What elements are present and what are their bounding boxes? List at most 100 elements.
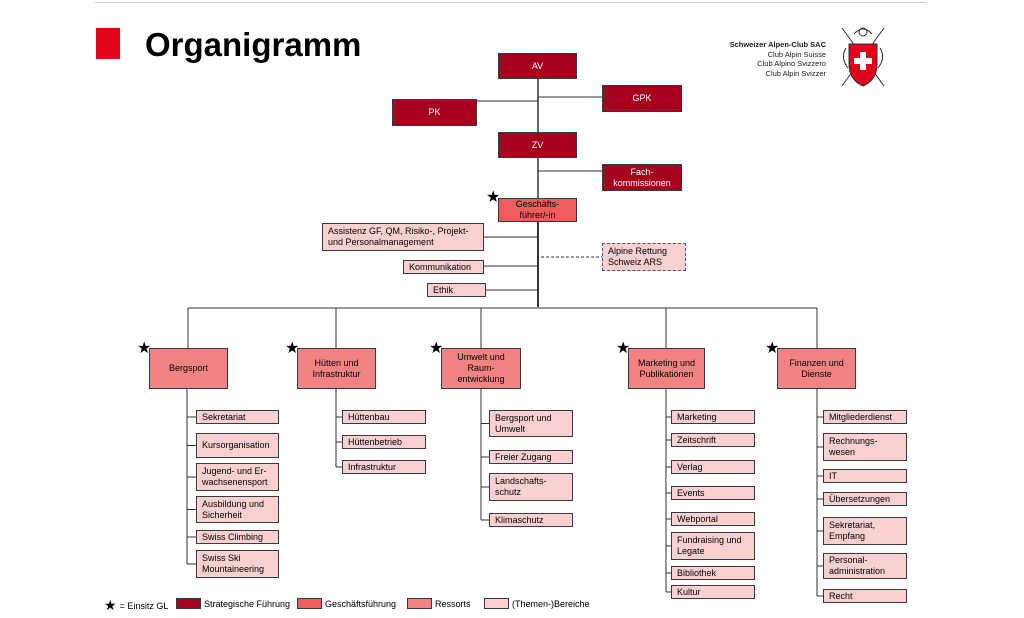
bergsport-item-4-text-2: Sicherheit bbox=[202, 509, 243, 520]
ressort-umwelt-text-2: Raum- bbox=[467, 363, 495, 373]
ressort-bergsport-text: Bergsport bbox=[168, 363, 209, 373]
ressort-finanzen-text-1: Finanzen und bbox=[789, 357, 844, 368]
umwelt-item-4: Klimaschutz bbox=[489, 513, 573, 527]
legend-bereiche: (Themen-)Bereiche bbox=[484, 598, 590, 609]
ressort-marketing-text-2: Publikationen bbox=[639, 368, 694, 379]
marketing-item-3-text: Verlag bbox=[677, 461, 703, 472]
umwelt-item-3-text-2: schutz bbox=[495, 487, 522, 497]
bergsport-item-3-text-2: wachsenensport bbox=[202, 477, 268, 487]
marketing-item-1-text: Marketing bbox=[677, 411, 717, 422]
huetten-item-1: Hüttenbau bbox=[342, 410, 426, 424]
box-gpk-text: GPK bbox=[632, 93, 652, 103]
umwelt-item-2: Freier Zugang bbox=[489, 450, 573, 464]
bergsport-item-5: Swiss Climbing bbox=[196, 530, 279, 544]
ressort-huetten-text-2: Infrastruktur bbox=[312, 368, 361, 379]
box-geschaeftsfuehrer-text-1: Geschäfts- bbox=[515, 199, 560, 209]
box-av: AV bbox=[498, 53, 577, 79]
finanzen-item-7-text: Recht bbox=[829, 590, 853, 601]
marketing-item-7: Bibliothek bbox=[671, 566, 755, 580]
finanzen-item-1-text: Mitgliederdienst bbox=[829, 411, 893, 422]
star-icon: ★ bbox=[137, 338, 152, 357]
ressort-huetten-text-1: Hütten und bbox=[314, 357, 359, 368]
box-ars-text-2: Schweiz ARS bbox=[608, 257, 663, 267]
box-fachkommissionen-text-2: kommissionen bbox=[613, 177, 671, 188]
star-icon: ★ bbox=[429, 338, 444, 357]
huetten-item-3: Infrastruktur bbox=[342, 460, 426, 474]
legend-ressorts: Ressorts bbox=[407, 598, 471, 609]
star-icon: ★ bbox=[285, 338, 300, 357]
bergsport-item-1-text: Sekretariat bbox=[202, 411, 246, 422]
finanzen-item-5-text-2: Empfang bbox=[829, 531, 866, 541]
umwelt-item-4-text: Klimaschutz bbox=[495, 514, 544, 525]
bergsport-item-1: Sekretariat bbox=[196, 410, 279, 424]
marketing-item-1: Marketing bbox=[671, 410, 755, 424]
org-name: Schweizer Alpen-Club SAC Club Alpin Suis… bbox=[729, 40, 826, 78]
box-assistenz-text-2: und Personalmanagement bbox=[328, 237, 434, 247]
marketing-item-8-text: Kultur bbox=[677, 586, 701, 597]
ressort-finanzen-text-2: Dienste bbox=[801, 368, 832, 379]
legend-strategisch: Strategische Führung bbox=[176, 598, 290, 609]
box-geschaeftsfuehrer: Geschäfts-führer/-in bbox=[498, 198, 577, 222]
box-zv-text: ZV bbox=[531, 139, 544, 150]
ressort-umwelt-text-1: Umwelt und bbox=[457, 352, 505, 362]
legend-swatch-bereiche bbox=[484, 598, 509, 609]
star-icon: ★ bbox=[104, 598, 117, 614]
finanzen-item-4: Übersetzungen bbox=[823, 492, 907, 506]
bergsport-item-3: Jugend- und Er-wachsenensport bbox=[196, 463, 279, 491]
box-ethik: Ethik bbox=[427, 283, 486, 297]
umwelt-item-1-text-1: Bergsport und bbox=[495, 412, 552, 423]
bergsport-item-4-text-1: Ausbildung und bbox=[202, 498, 265, 509]
ressort-marketing-text-1: Marketing und bbox=[637, 357, 696, 368]
header-rule bbox=[95, 2, 927, 3]
umwelt-item-1-text-2: Umwelt bbox=[495, 423, 526, 434]
bergsport-item-6-text-2: Mountaineering bbox=[202, 564, 265, 574]
bergsport-item-2-text: Kursorganisation bbox=[202, 440, 270, 450]
star-icon: ★ bbox=[616, 338, 631, 357]
box-zv: ZV bbox=[498, 132, 577, 158]
finanzen-item-5: Sekretariat,Empfang bbox=[823, 517, 907, 545]
bergsport-item-5-text: Swiss Climbing bbox=[202, 531, 264, 542]
bergsport-item-2: Kursorganisation bbox=[196, 433, 279, 458]
marketing-item-8: Kultur bbox=[671, 585, 755, 599]
finanzen-item-6-text-2: administration bbox=[829, 566, 886, 576]
marketing-item-2: Zeitschrift bbox=[671, 433, 755, 447]
marketing-item-5-text: Webportal bbox=[677, 513, 718, 524]
umwelt-item-3: Landschafts-schutz bbox=[489, 473, 573, 501]
legend-swatch-gf bbox=[297, 598, 322, 609]
finanzen-item-3: IT bbox=[823, 469, 907, 483]
box-pk: PK bbox=[392, 99, 477, 126]
finanzen-item-2-text-2: wesen bbox=[829, 447, 856, 457]
box-ars-text-1: Alpine Rettung bbox=[608, 246, 668, 256]
title-marker bbox=[96, 28, 120, 59]
finanzen-item-7: Recht bbox=[823, 589, 907, 603]
finanzen-item-1: Mitgliederdienst bbox=[823, 410, 907, 424]
finanzen-item-4-text: Übersetzungen bbox=[829, 493, 891, 504]
marketing-item-4: Events bbox=[671, 486, 755, 500]
bergsport-item-3-text-1: Jugend- und Er- bbox=[202, 466, 267, 476]
box-kommunikation-text: Kommunikation bbox=[409, 261, 472, 272]
box-ethik-text: Ethik bbox=[433, 284, 454, 295]
huetten-item-2: Hüttenbetrieb bbox=[342, 435, 426, 449]
huetten-item-1-text: Hüttenbau bbox=[348, 411, 390, 422]
marketing-item-5: Webportal bbox=[671, 512, 755, 526]
box-geschaeftsfuehrer-text-2: führer/-in bbox=[519, 210, 556, 220]
box-assistenz-text-1: Assistenz GF, QM, Risiko-, Projekt- bbox=[328, 226, 469, 236]
legend-star: ★ = Einsitz GL bbox=[104, 598, 169, 614]
umwelt-item-3-text-1: Landschafts- bbox=[495, 476, 547, 486]
huetten-item-2-text: Hüttenbetrieb bbox=[348, 436, 403, 447]
marketing-item-3: Verlag bbox=[671, 460, 755, 474]
page-title: Organigramm bbox=[145, 26, 362, 63]
finanzen-item-6-text-1: Personal- bbox=[829, 555, 868, 565]
star-icon: ★ bbox=[765, 338, 780, 357]
box-fachkommissionen-text-1: Fach- bbox=[630, 166, 654, 177]
marketing-item-6-text-2: Legate bbox=[677, 546, 705, 556]
